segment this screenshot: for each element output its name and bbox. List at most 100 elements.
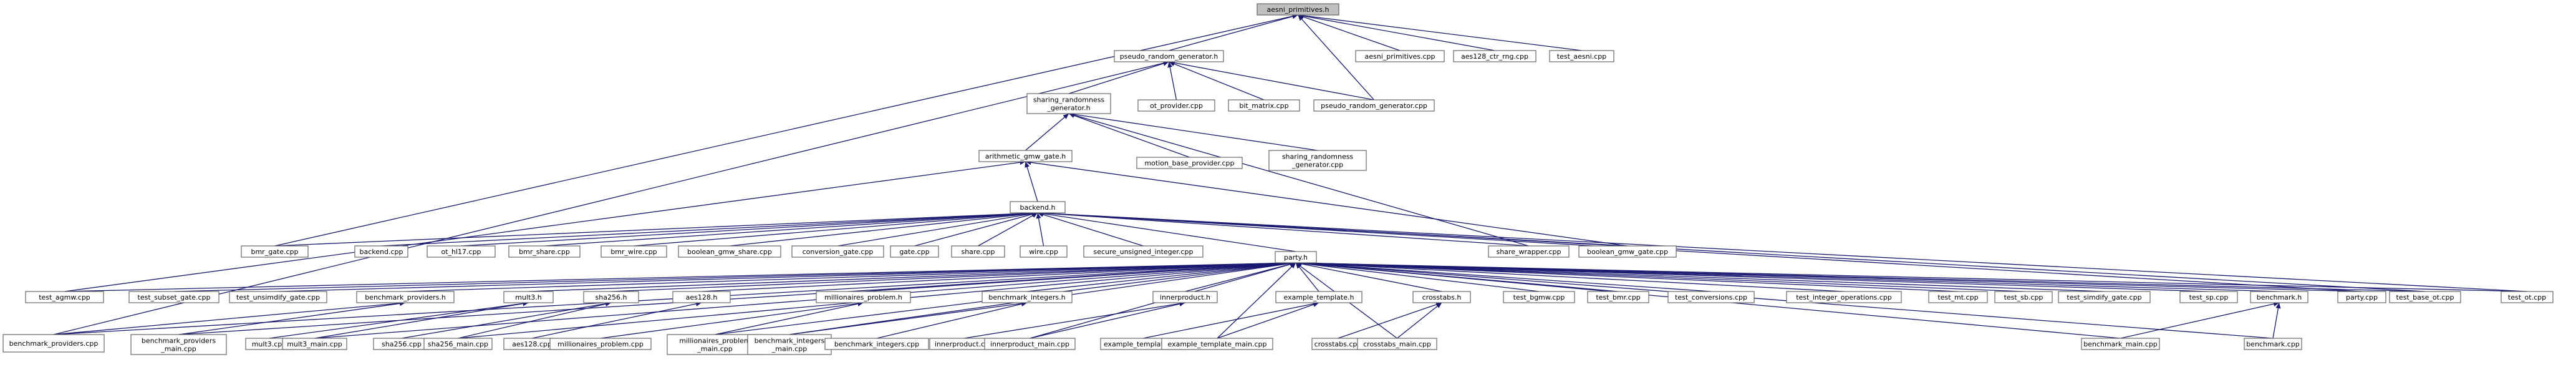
node-crosstabs-cpp[interactable]: crosstabs.cpp bbox=[1311, 338, 1364, 350]
node-box bbox=[2337, 291, 2386, 303]
node-box bbox=[508, 245, 581, 258]
node-label: test_sb.cpp bbox=[2004, 293, 2043, 301]
node-test-intops[interactable]: test_integer_operations.cpp bbox=[1786, 291, 1902, 303]
node-innerprod-main[interactable]: innerproduct_main.cpp bbox=[984, 338, 1076, 350]
node-test-sb[interactable]: test_sb.cpp bbox=[1994, 291, 2053, 303]
node-gate-cpp[interactable]: gate.cpp bbox=[890, 245, 939, 258]
node-label: millionaires_problem.h bbox=[824, 293, 902, 301]
node-bench-prov-h[interactable]: benchmark_providers.h bbox=[356, 291, 455, 303]
node-bench-prov-main[interactable]: benchmark_providers_main.cpp bbox=[130, 334, 227, 355]
node-bench-int-cpp[interactable]: benchmark_integers.cpp bbox=[824, 338, 929, 350]
node-box bbox=[1083, 245, 1204, 258]
node-sharing-h[interactable]: sharing_randomness_generator.h bbox=[1026, 93, 1111, 114]
node-bmr-wire[interactable]: bmr_wire.cpp bbox=[601, 245, 667, 258]
node-bench-int-h[interactable]: benchmark_integers.h bbox=[982, 291, 1073, 303]
node-bit-matrix[interactable]: bit_matrix.cpp bbox=[1228, 99, 1300, 112]
node-example-main[interactable]: example_template_main.cpp bbox=[1161, 338, 1273, 350]
node-innerprod-h[interactable]: innerproduct.h bbox=[1152, 291, 1218, 303]
node-arith-h[interactable]: arithmetic_gmw_gate.h bbox=[978, 150, 1073, 162]
node-innerprod-cpp[interactable]: innerproduct.cpp bbox=[929, 338, 999, 350]
node-bool-gmw-share[interactable]: boolean_gmw_share.cpp bbox=[678, 245, 781, 258]
node-box bbox=[2389, 291, 2461, 303]
node-bool-gmw-gate[interactable]: boolean_gmw_gate.cpp bbox=[1578, 245, 1677, 258]
node-test-conv[interactable]: test_conversions.cpp bbox=[1667, 291, 1755, 303]
node-backend-cpp[interactable]: backend.cpp bbox=[354, 245, 408, 258]
node-prg-cpp[interactable]: pseudo_random_generator.cpp bbox=[1313, 99, 1435, 112]
node-label: benchmark_integers bbox=[755, 337, 825, 345]
node-benchmark-h[interactable]: benchmark.h bbox=[2250, 291, 2308, 303]
node-test-aesni[interactable]: test_aesni.cpp bbox=[1549, 50, 1614, 62]
edge-innerprod_main-to-innerprod_h bbox=[1030, 301, 1185, 339]
node-aes128-h[interactable]: aes128.h bbox=[672, 291, 731, 303]
node-secure-uint[interactable]: secure_unsigned_integer.cpp bbox=[1083, 245, 1204, 258]
node-ot-hl17[interactable]: ot_hl17.cpp bbox=[427, 245, 496, 258]
node-wire-cpp[interactable]: wire.cpp bbox=[1020, 245, 1068, 258]
node-label: innerproduct.cpp bbox=[935, 340, 993, 348]
edge-motion_base-to-sharing_h bbox=[1068, 113, 1190, 158]
node-example-h[interactable]: example_template.h bbox=[1275, 291, 1363, 303]
node-label: arithmetic_gmw_gate.h bbox=[985, 152, 1066, 160]
edge-arith_h-to-sharing_h bbox=[1025, 113, 1069, 151]
node-party-cpp[interactable]: party.cpp bbox=[2337, 291, 2386, 303]
node-bench-main[interactable]: benchmark_main.cpp bbox=[2081, 338, 2160, 350]
edge-backend_cpp-to-backend_h bbox=[381, 210, 1038, 247]
node-motion-base[interactable]: motion_base_provider.cpp bbox=[1136, 157, 1243, 169]
node-test-base-ot[interactable]: test_base_ot.cpp bbox=[2389, 291, 2461, 303]
node-crosstabs-main[interactable]: crosstabs_main.cpp bbox=[1357, 338, 1437, 350]
node-share-wrapper[interactable]: share_wrapper.cpp bbox=[1488, 245, 1570, 258]
node-label: millionaires_problem bbox=[679, 337, 750, 345]
node-label: crosstabs_main.cpp bbox=[1363, 340, 1431, 348]
node-conv-gate[interactable]: conversion_gate.cpp bbox=[791, 245, 884, 258]
node-box bbox=[2, 334, 105, 353]
node-sharing-cpp[interactable]: sharing_randomness_generator.cpp bbox=[1268, 150, 1367, 171]
node-box bbox=[1228, 99, 1300, 112]
node-box bbox=[1026, 93, 1111, 114]
node-million-cpp[interactable]: millionaires_problem.cpp bbox=[549, 338, 652, 350]
node-box bbox=[1578, 245, 1677, 258]
node-ot-provider[interactable]: ot_provider.cpp bbox=[1137, 99, 1215, 112]
node-mult3-h[interactable]: mult3.h bbox=[503, 291, 554, 303]
edge-ot_provider-to-prg_h bbox=[1167, 61, 1177, 100]
node-sha256-cpp[interactable]: sha256.cpp bbox=[373, 338, 430, 350]
node-aes128ctr[interactable]: aes128_ctr_rng.cpp bbox=[1453, 50, 1536, 62]
node-mult3-main[interactable]: mult3_main.cpp bbox=[282, 338, 347, 350]
node-aes128-cpp[interactable]: aes128.cpp bbox=[503, 338, 561, 350]
node-prg-h[interactable]: pseudo_random_generator.h bbox=[1114, 50, 1224, 62]
edge-innerprod_h-to-party_h bbox=[1185, 262, 1296, 292]
node-label: aes128_ctr_rng.cpp bbox=[1461, 52, 1528, 61]
node-test-mt[interactable]: test_mt.cpp bbox=[1928, 291, 1988, 303]
node-aesni-cpp[interactable]: aesni_primitives.cpp bbox=[1355, 50, 1445, 62]
edge-prg_h-to-aesni_h bbox=[1169, 14, 1298, 51]
edge-share_wrapper-to-backend_h bbox=[1037, 210, 1529, 247]
node-bench-int-main[interactable]: benchmark_integers_main.cpp bbox=[747, 334, 832, 355]
node-bmr-share[interactable]: bmr_share.cpp bbox=[508, 245, 581, 258]
node-test-bmr[interactable]: test_bmr.cpp bbox=[1587, 291, 1649, 303]
node-mult3-cpp[interactable]: mult3.cpp bbox=[245, 338, 293, 350]
node-test-ot[interactable]: test_ot.cpp bbox=[2501, 291, 2554, 303]
node-test-unsimd[interactable]: test_unsimdify_gate.cpp bbox=[229, 291, 327, 303]
edge-bmr_share-to-backend_h bbox=[544, 210, 1038, 247]
node-crosstabs-h[interactable]: crosstabs.h bbox=[1412, 291, 1471, 303]
node-backend-h[interactable]: backend.h bbox=[1010, 201, 1066, 213]
node-test-bgmw[interactable]: test_bgmw.cpp bbox=[1503, 291, 1575, 303]
node-test-sp[interactable]: test_sp.cpp bbox=[2179, 291, 2238, 303]
node-label: benchmark_integers.h bbox=[988, 293, 1065, 301]
node-box bbox=[1114, 50, 1224, 62]
node-share-cpp[interactable]: share.cpp bbox=[951, 245, 1005, 258]
node-box bbox=[229, 291, 327, 303]
node-aesni-h[interactable]: aesni_primitives.h bbox=[1257, 3, 1339, 16]
edge-sha256_main-to-sha256_h bbox=[458, 301, 612, 339]
node-sha256-h[interactable]: sha256.h bbox=[583, 291, 639, 303]
node-sha256-main[interactable]: sha256_main.cpp bbox=[423, 338, 493, 350]
node-million-h[interactable]: millionaires_problem.h bbox=[816, 291, 911, 303]
node-test-simdify[interactable]: test_simdify_gate.cpp bbox=[2058, 291, 2151, 303]
node-test-subset[interactable]: test_subset_gate.cpp bbox=[128, 291, 219, 303]
node-bmr-gate[interactable]: bmr_gate.cpp bbox=[241, 245, 309, 258]
node-party-h[interactable]: party.h bbox=[1275, 251, 1317, 263]
node-test-agmw[interactable]: test_agmw.cpp bbox=[25, 291, 104, 303]
node-label: mult3.h bbox=[515, 293, 542, 301]
node-benchmark-cpp[interactable]: benchmark.cpp bbox=[2244, 338, 2302, 350]
node-box bbox=[1786, 291, 1902, 303]
node-label: wire.cpp bbox=[1029, 248, 1058, 256]
node-bench-prov-cpp[interactable]: benchmark_providers.cpp bbox=[2, 334, 105, 353]
